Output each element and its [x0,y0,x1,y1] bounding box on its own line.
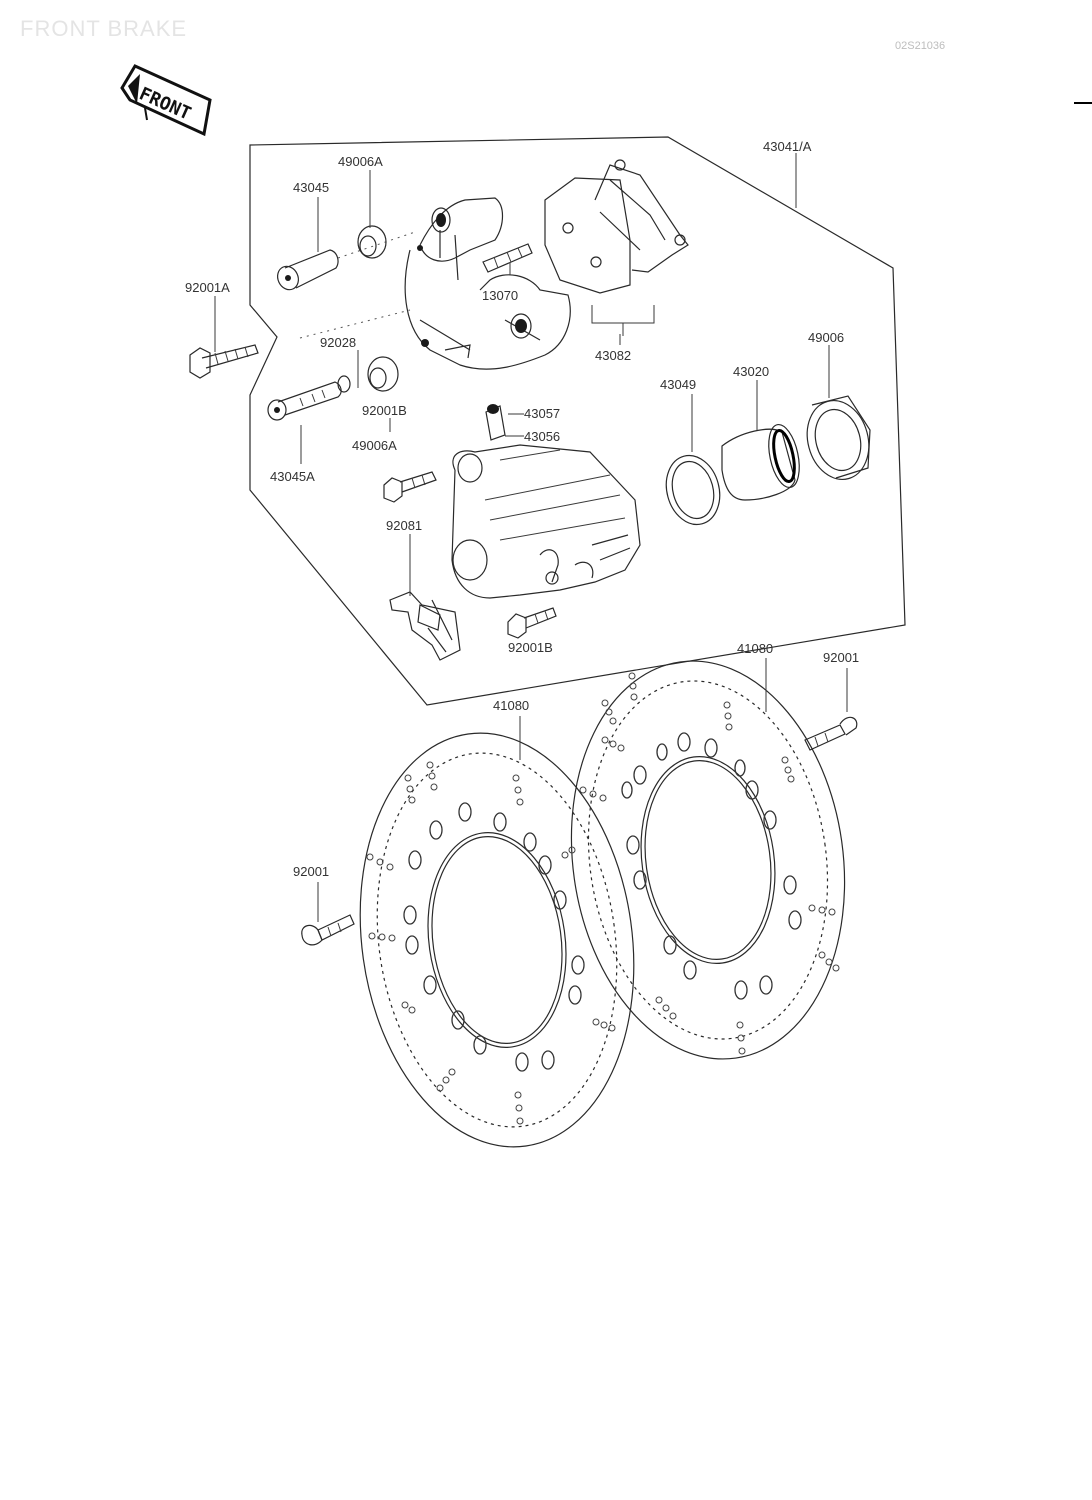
bolt-92001B-lower [507,607,557,639]
bleed-valve [485,404,524,441]
label-41080-right: 41080 [737,641,773,656]
pad-clip [389,591,461,661]
reference-number: 02S21036 [895,40,946,52]
label-43057: 43057 [524,406,560,421]
label-92001B-bottom: 92001B [508,640,553,655]
caliper-bracket [404,197,571,370]
front-arrow-badge: FRONT [120,64,212,137]
bolt-92001A [189,344,259,379]
label-43045A: 43045A [270,469,315,484]
label-43082: 43082 [595,348,631,363]
dust-seal [806,395,871,481]
label-92001-left: 92001 [293,864,329,879]
label-92001B-top: 92001B [362,403,407,418]
disc-bolt-right [804,668,858,751]
slide-pin-upper [277,231,416,291]
caliper-piston [721,423,800,501]
brake-disc-right [570,658,846,1060]
pad-spring [482,243,533,273]
label-41080-left: 41080 [493,698,529,713]
caliper-body [451,444,641,599]
page-title: FRONT BRAKE [20,16,188,41]
brake-pads [544,159,689,336]
piston-seal [665,454,721,526]
caliper-assembly-outline [249,136,906,706]
disc-bolt-left [301,882,355,946]
bolt-92028 [267,309,411,421]
label-43041A: 43041/A [763,139,812,154]
brake-disc-left [359,716,635,1148]
label-49006: 49006 [808,330,844,345]
label-43020: 43020 [733,364,769,379]
pin-boot-upper [357,225,387,259]
label-92028: 92028 [320,335,356,350]
bolt-92001B-upper [383,471,437,503]
label-43045: 43045 [293,180,329,195]
label-49006A-bottom: 49006A [352,438,397,453]
label-43056: 43056 [524,429,560,444]
label-43049: 43049 [660,377,696,392]
label-92001A: 92001A [185,280,230,295]
label-92081: 92081 [386,518,422,533]
label-49006A-top: 49006A [338,154,383,169]
label-92001-right: 92001 [823,650,859,665]
label-13070: 13070 [482,288,518,303]
caliper-leader-lines [214,153,830,596]
